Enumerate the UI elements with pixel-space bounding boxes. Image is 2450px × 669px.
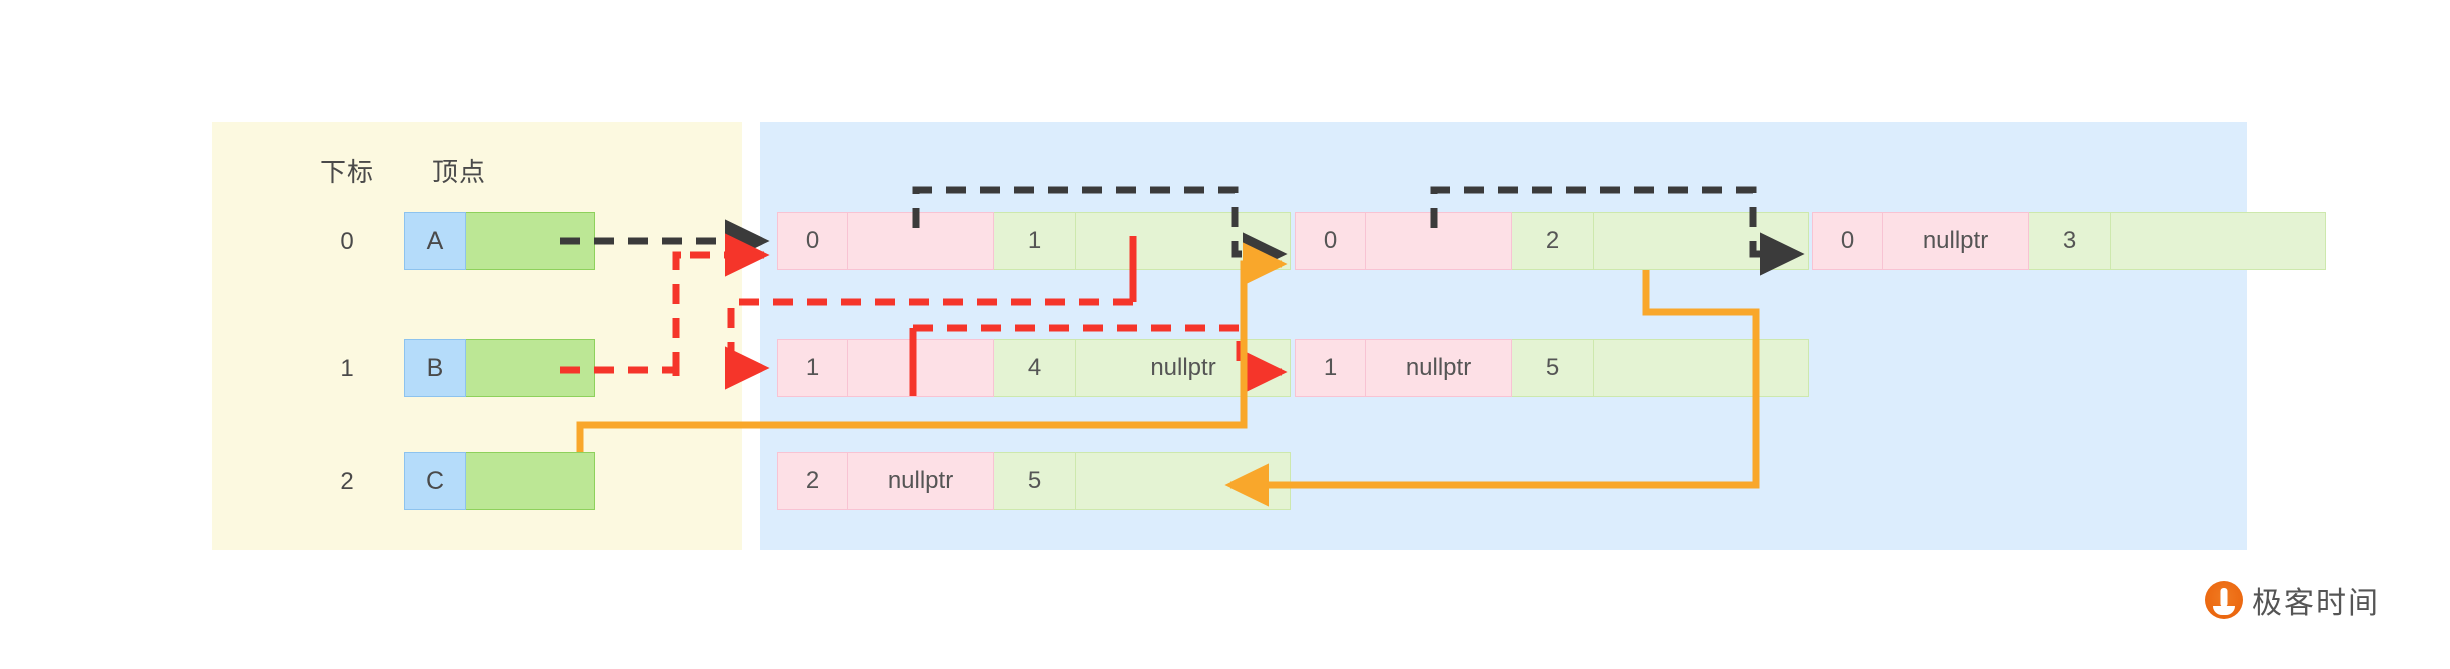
node-value: 3 [2029, 212, 2111, 270]
index-label-2: 2 [340, 468, 354, 495]
node-key: 1 [1295, 339, 1366, 397]
geektime-logo: 极客时间 [2205, 578, 2380, 622]
node-value: 5 [1512, 339, 1594, 397]
node-value: 4 [994, 339, 1076, 397]
list-node-0-2: 0 nullptr 3 [1812, 212, 2326, 270]
node-value: 2 [1512, 212, 1594, 270]
geektime-logo-text: 极客时间 [2252, 587, 2380, 620]
vertex-letter-0: A [404, 212, 466, 270]
node-pointer [848, 212, 994, 270]
list-node-0-0: 0 1 [777, 212, 1291, 270]
node-key: 2 [777, 452, 848, 510]
node-value: 5 [994, 452, 1076, 510]
node-next: nullptr [1076, 339, 1291, 397]
node-key: 0 [777, 212, 848, 270]
vertex-pointer-cell-2 [466, 452, 595, 510]
index-label-1: 1 [340, 355, 354, 382]
node-pointer: nullptr [848, 452, 994, 510]
list-node-1-1: 1 nullptr 5 [1295, 339, 1809, 397]
vertex-letter-2: C [404, 452, 466, 510]
node-pointer [848, 339, 994, 397]
node-next [1076, 452, 1291, 510]
node-key: 0 [1295, 212, 1366, 270]
list-node-2-0: 2 nullptr 5 [777, 452, 1291, 510]
node-key: 1 [777, 339, 848, 397]
vertex-letter-1: B [404, 339, 466, 397]
node-key: 0 [1812, 212, 1883, 270]
vertex-pointer-cell-1 [466, 339, 595, 397]
vertex-box-1: B [404, 339, 595, 397]
node-value: 1 [994, 212, 1076, 270]
vertex-box-0: A [404, 212, 595, 270]
node-next [2111, 212, 2326, 270]
node-next [1594, 339, 1809, 397]
node-pointer: nullptr [1883, 212, 2029, 270]
list-node-1-0: 1 4 nullptr [777, 339, 1291, 397]
column-header-index: 下标 [319, 157, 374, 187]
index-label-0: 0 [340, 228, 354, 255]
node-pointer [1366, 212, 1512, 270]
node-next [1076, 212, 1291, 270]
geektime-logo-icon [2205, 581, 2243, 619]
vertex-box-2: C [404, 452, 595, 510]
node-next [1594, 212, 1809, 270]
node-pointer: nullptr [1366, 339, 1512, 397]
column-header-vertex: 顶点 [431, 157, 486, 187]
list-node-0-1: 0 2 [1295, 212, 1809, 270]
vertex-pointer-cell-0 [466, 212, 595, 270]
